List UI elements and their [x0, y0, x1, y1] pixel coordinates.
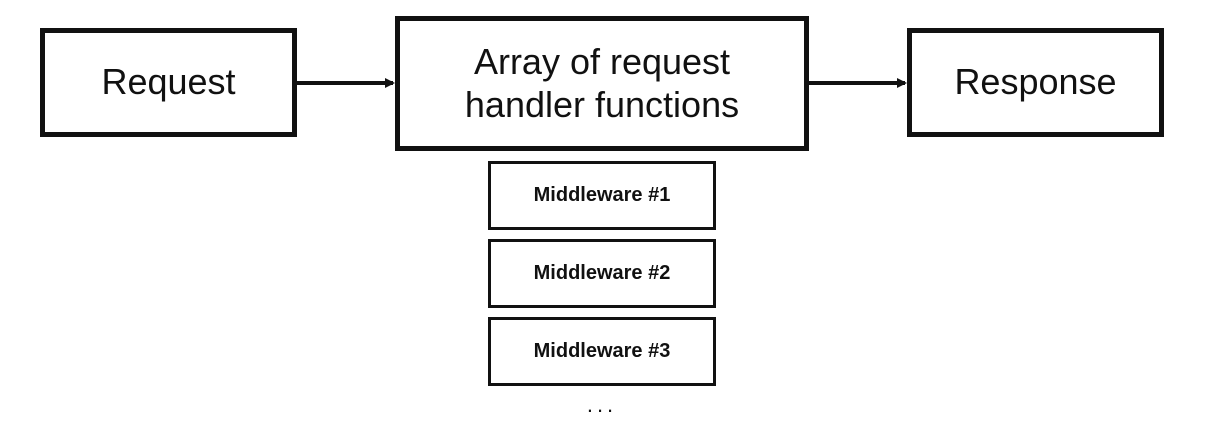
handlers-label-line1: Array of request	[473, 41, 731, 83]
middleware-box-1: Middleware #1	[488, 161, 716, 230]
handler-functions-box: Array of request handler functions	[395, 16, 809, 151]
middleware-label-1: Middleware #1	[533, 184, 671, 206]
middleware-box-3: Middleware #3	[488, 317, 716, 386]
response-label: Response	[954, 61, 1117, 103]
middleware-label-2: Middleware #2	[533, 262, 671, 284]
response-box: Response	[907, 28, 1164, 137]
middleware-box-2: Middleware #2	[488, 239, 716, 308]
request-box: Request	[40, 28, 297, 137]
middleware-label-3: Middleware #3	[533, 340, 671, 362]
more-middleware-ellipsis: ...	[586, 392, 618, 417]
handlers-label-line2: handler functions	[464, 83, 740, 125]
request-label: Request	[101, 61, 236, 103]
